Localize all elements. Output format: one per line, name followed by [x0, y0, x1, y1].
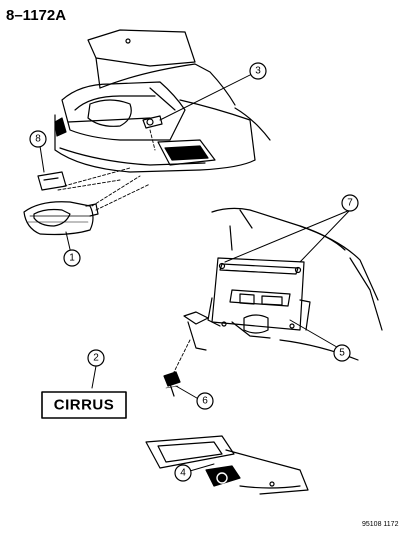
callout-1: 1 — [69, 253, 75, 264]
item-8-pad — [37, 171, 67, 191]
item-6-screw — [163, 371, 181, 397]
callout-6: 6 — [202, 396, 208, 407]
item-5-mounting-bracket — [183, 257, 311, 351]
callout-3: 3 — [255, 66, 261, 77]
detail-trunk-lid — [211, 207, 383, 361]
callout-4: 4 — [180, 468, 186, 479]
badge-text: CIRRUS — [54, 397, 115, 414]
callout-7: 7 — [347, 198, 353, 209]
callout-2: 2 — [93, 353, 99, 364]
item-2-badge: CIRRUS — [41, 391, 127, 419]
callout-5: 5 — [339, 348, 345, 359]
callout-numbers: 1 2 3 4 5 6 7 8 — [35, 66, 353, 479]
car-rear-illustration — [54, 29, 271, 173]
figure-id: 8–1172A — [6, 7, 66, 24]
reference-code: 95108 1172 — [362, 521, 399, 528]
leader-lines-upper — [57, 129, 156, 211]
callout-markers — [29, 62, 359, 482]
item-4-lamp-housing — [145, 435, 309, 495]
callout-8: 8 — [35, 134, 41, 145]
item-1-lamp-assembly — [23, 201, 99, 236]
screw-leader — [173, 339, 191, 373]
